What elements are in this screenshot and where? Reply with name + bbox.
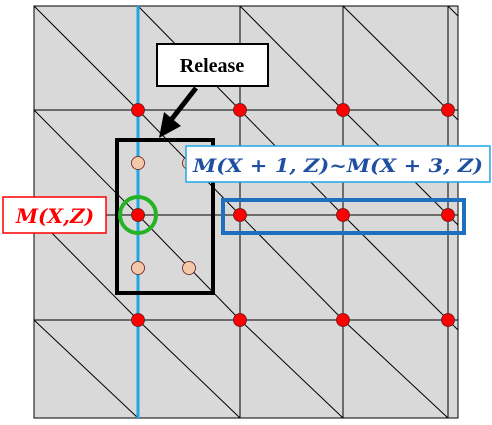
released-node <box>131 261 145 275</box>
node-range-label: M(X + 1, Z)~M(X + 3, Z) <box>192 155 483 177</box>
mesh-diagonal-line <box>33 109 139 216</box>
released-node <box>182 261 196 275</box>
release-region-box <box>115 138 215 295</box>
node-range-label-box <box>185 145 491 183</box>
mesh-node <box>336 313 350 327</box>
current-node-label-box <box>2 196 107 234</box>
release-arrow-head <box>159 112 181 138</box>
mesh-diagonal-line <box>239 319 344 419</box>
node-range-box <box>221 198 466 235</box>
mesh-node <box>131 313 145 327</box>
mesh-diagonal-line <box>137 319 241 419</box>
mesh-diagonal-line <box>342 319 449 419</box>
mesh-node <box>336 208 350 222</box>
mesh-node <box>441 313 455 327</box>
release-label-box <box>156 43 269 87</box>
mesh-diagonal-line <box>447 5 459 17</box>
mesh-diagonal-line <box>342 5 449 111</box>
mesh-node <box>336 103 350 117</box>
mesh-node <box>233 313 247 327</box>
current-node-label: M(X,Z) <box>15 204 94 228</box>
release-label: Release <box>180 55 245 77</box>
mesh-node <box>441 103 455 117</box>
current-node-highlight-circle <box>118 195 158 235</box>
mesh-diagonal-line <box>33 5 139 111</box>
mesh-node <box>233 208 247 222</box>
mesh-nodes <box>131 103 455 327</box>
release-arrow-shaft <box>169 86 198 122</box>
mesh-node <box>233 103 247 117</box>
released-node <box>131 156 145 170</box>
mesh-node <box>131 103 145 117</box>
mesh-node <box>441 208 455 222</box>
mesh-diagonal-line <box>239 5 344 111</box>
mesh-node <box>131 208 145 222</box>
mesh-diagonal-line <box>33 319 139 419</box>
